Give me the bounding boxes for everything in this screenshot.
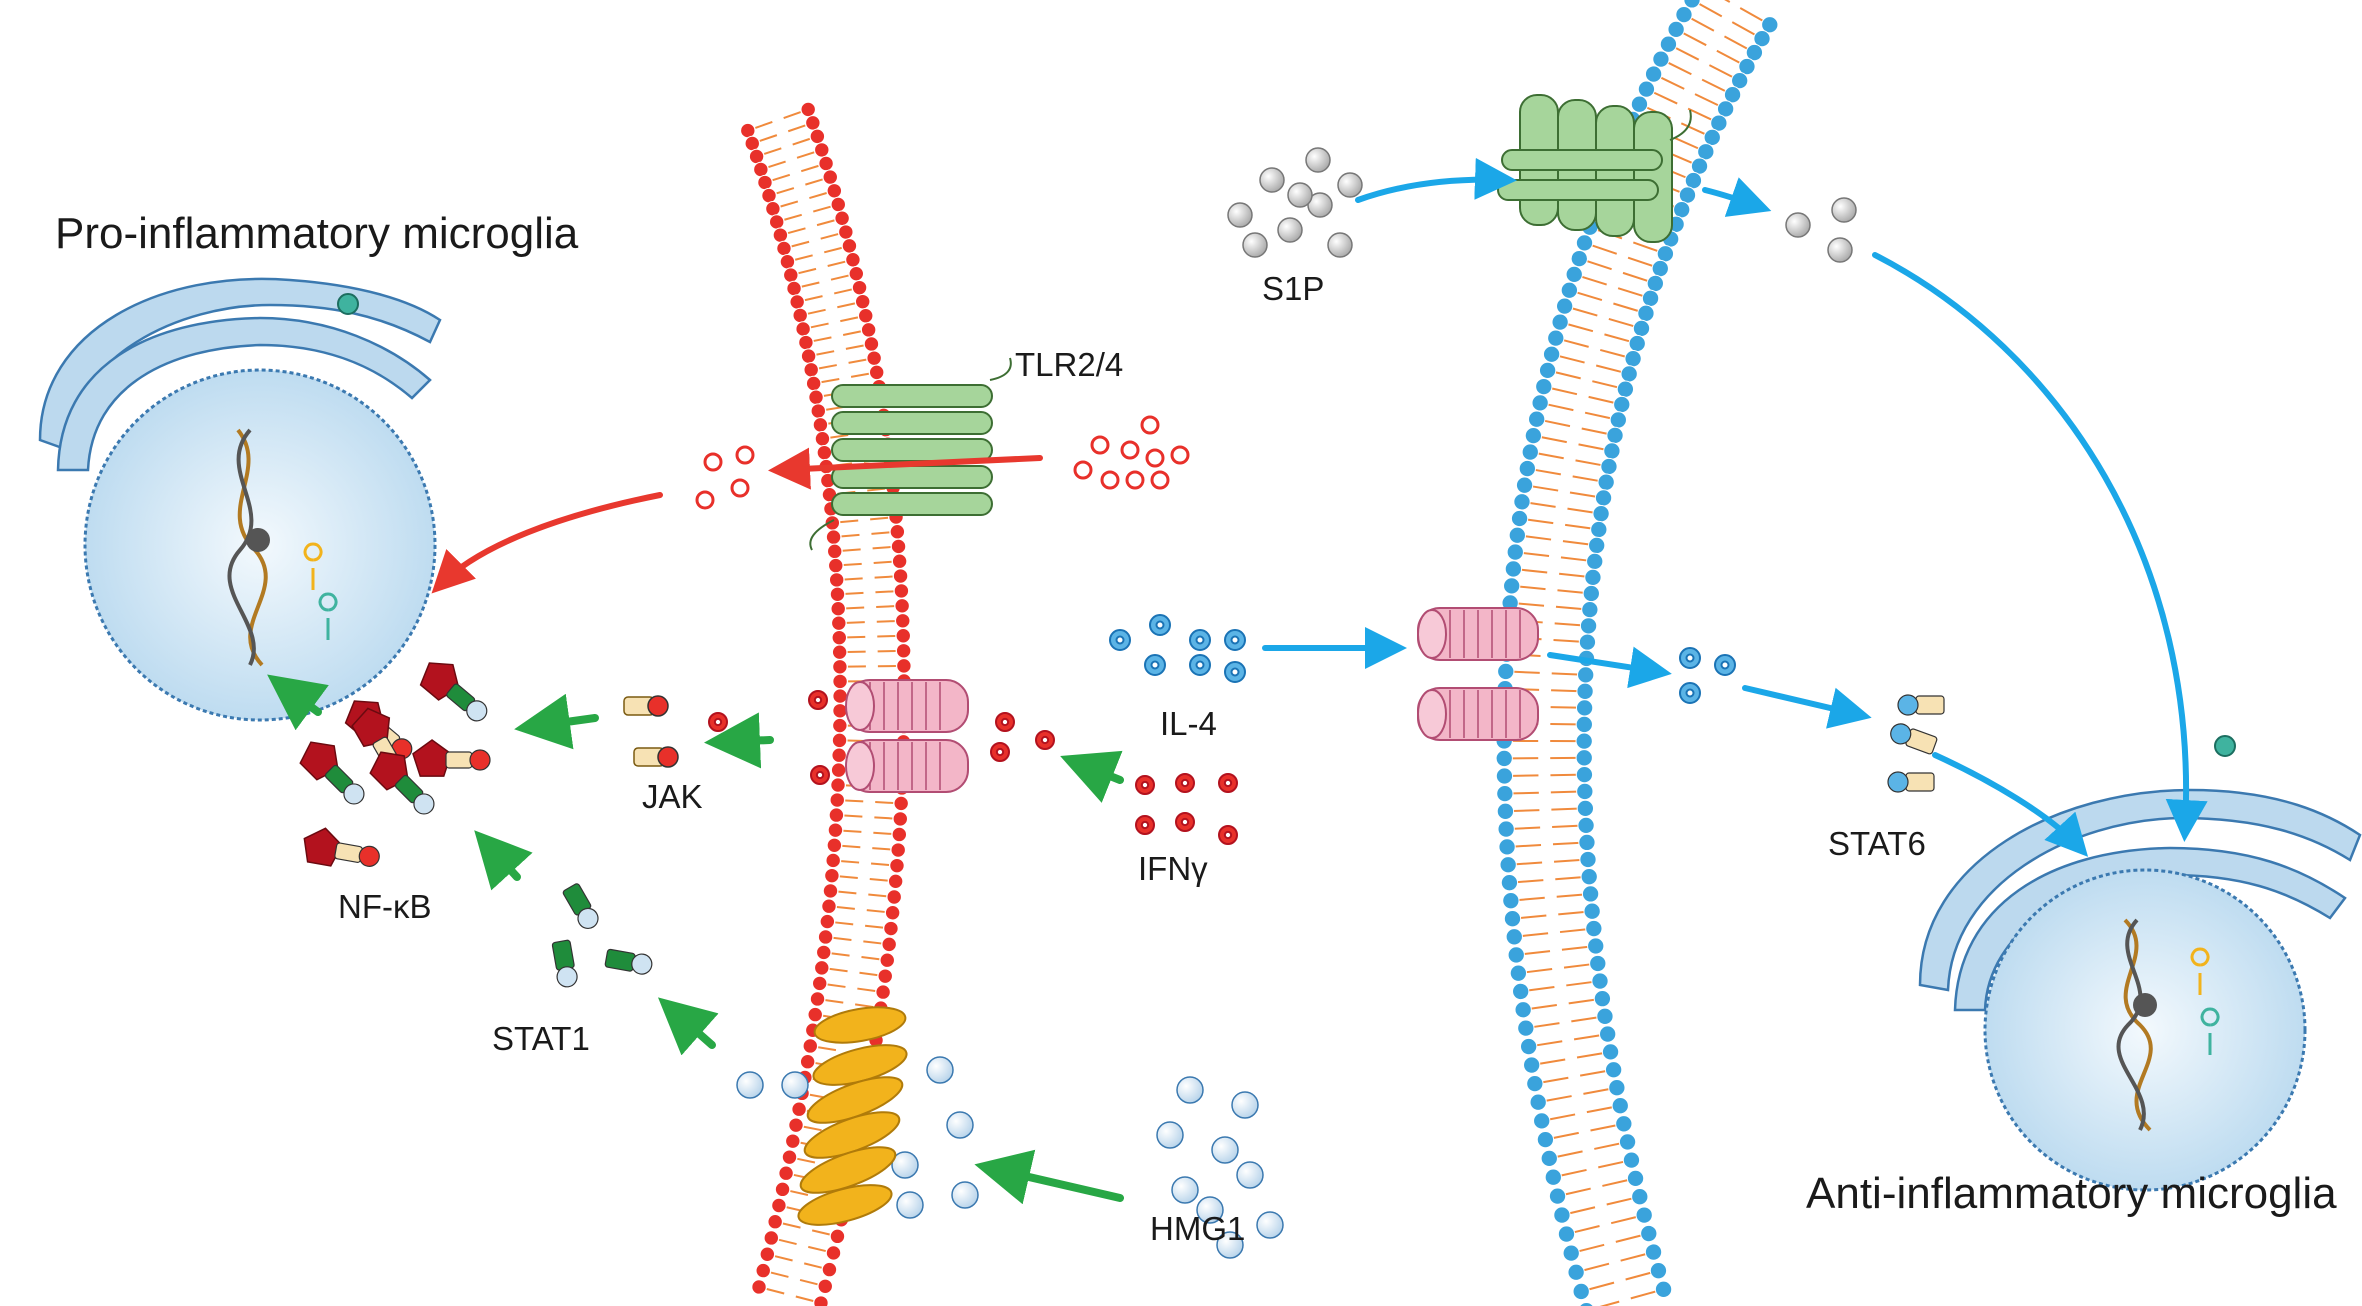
- tlr-receptor: [809, 357, 1012, 551]
- il4-molecule: [1189, 654, 1211, 676]
- s1p-particles-outside: [1227, 147, 1363, 258]
- ifng-molecule: [1035, 730, 1055, 750]
- ifng-molecule: [1135, 815, 1155, 835]
- ifng-molecule: [1175, 773, 1195, 793]
- ifng-molecule: [995, 712, 1015, 732]
- stat1-molecule: [562, 883, 599, 929]
- nfkb-label: NF-κB: [338, 888, 432, 925]
- lps-particles-outside: [1073, 415, 1190, 490]
- stat6-label: STAT6: [1828, 825, 1926, 862]
- nfkb-complexes: [299, 662, 491, 867]
- il4-molecule: [1224, 661, 1246, 683]
- il4-receptor: [1417, 607, 1539, 741]
- lps-particles-inside: [695, 445, 755, 510]
- il4-molecule: [1714, 654, 1736, 676]
- arrows-blue: [1262, 157, 2208, 857]
- s1p-particles-inside: [1785, 197, 1857, 263]
- ifng-molecule: [1135, 775, 1155, 795]
- nfkb-complex: [303, 827, 380, 867]
- il4-particles: [1109, 614, 1736, 704]
- stat6-molecule: [1887, 771, 1935, 793]
- dna-helix-right: [2116, 918, 2153, 1132]
- nfkb-complex: [299, 741, 365, 805]
- hmg1-particles: [736, 1056, 1284, 1259]
- ifng-label: IFNγ: [1138, 850, 1208, 887]
- il4-molecule: [1189, 629, 1211, 651]
- ifng-molecule: [708, 712, 728, 732]
- stat1-molecule: [551, 939, 578, 988]
- stat6-molecules: [1887, 694, 1945, 793]
- arrows-red: [431, 447, 1043, 594]
- jak-molecule: [633, 746, 679, 768]
- anti-inflammatory-cell: [1918, 735, 2362, 1192]
- nfkb-complex: [369, 751, 435, 815]
- mrna-icon: [303, 542, 338, 640]
- ifng-receptor: [845, 679, 969, 793]
- ifng-molecule: [990, 742, 1010, 762]
- stat6-molecule: [1890, 723, 1938, 755]
- stat1-molecules: [551, 883, 653, 988]
- ifng-molecule: [1218, 773, 1238, 793]
- ifng-molecule: [1175, 812, 1195, 832]
- ifng-molecule: [808, 690, 828, 710]
- il4-molecule: [1224, 629, 1246, 651]
- jak-label: JAK: [642, 778, 703, 815]
- hmg1-receptor: [797, 1006, 908, 1226]
- pro-inflammatory-cell: [38, 277, 442, 722]
- mrna-icon-right: [2190, 947, 2220, 1055]
- hmg1-label: HMG1: [1150, 1210, 1245, 1247]
- nfkb-complex: [419, 662, 488, 722]
- stat6-molecule: [1897, 694, 1945, 716]
- ifng-particles: [708, 690, 1238, 845]
- stat1-label: STAT1: [492, 1020, 590, 1057]
- pro-inflammatory-title: Pro-inflammatory microglia: [55, 209, 579, 258]
- il4-molecule: [1149, 614, 1171, 636]
- jak-molecules: [623, 695, 679, 768]
- arrows-green: [267, 674, 1124, 1205]
- jak-molecule: [623, 695, 669, 717]
- il4-label: IL-4: [1160, 705, 1217, 742]
- s1p-receptor: [1497, 94, 1692, 243]
- il4-molecule: [1144, 654, 1166, 676]
- stat1-molecule: [604, 948, 653, 975]
- anti-inflammatory-title: Anti-inflammatory microglia: [1806, 1169, 2337, 1218]
- ifng-molecule: [810, 765, 830, 785]
- ifng-molecule: [1218, 825, 1238, 845]
- tlr-label: TLR2/4: [1015, 346, 1123, 383]
- endoplasmic-reticulum-left: [38, 277, 442, 472]
- il4-molecule: [1109, 629, 1131, 651]
- nfkb-complex: [412, 739, 491, 777]
- s1p-label: S1P: [1262, 270, 1324, 307]
- il4-molecule: [1679, 682, 1701, 704]
- il4-molecule: [1679, 647, 1701, 669]
